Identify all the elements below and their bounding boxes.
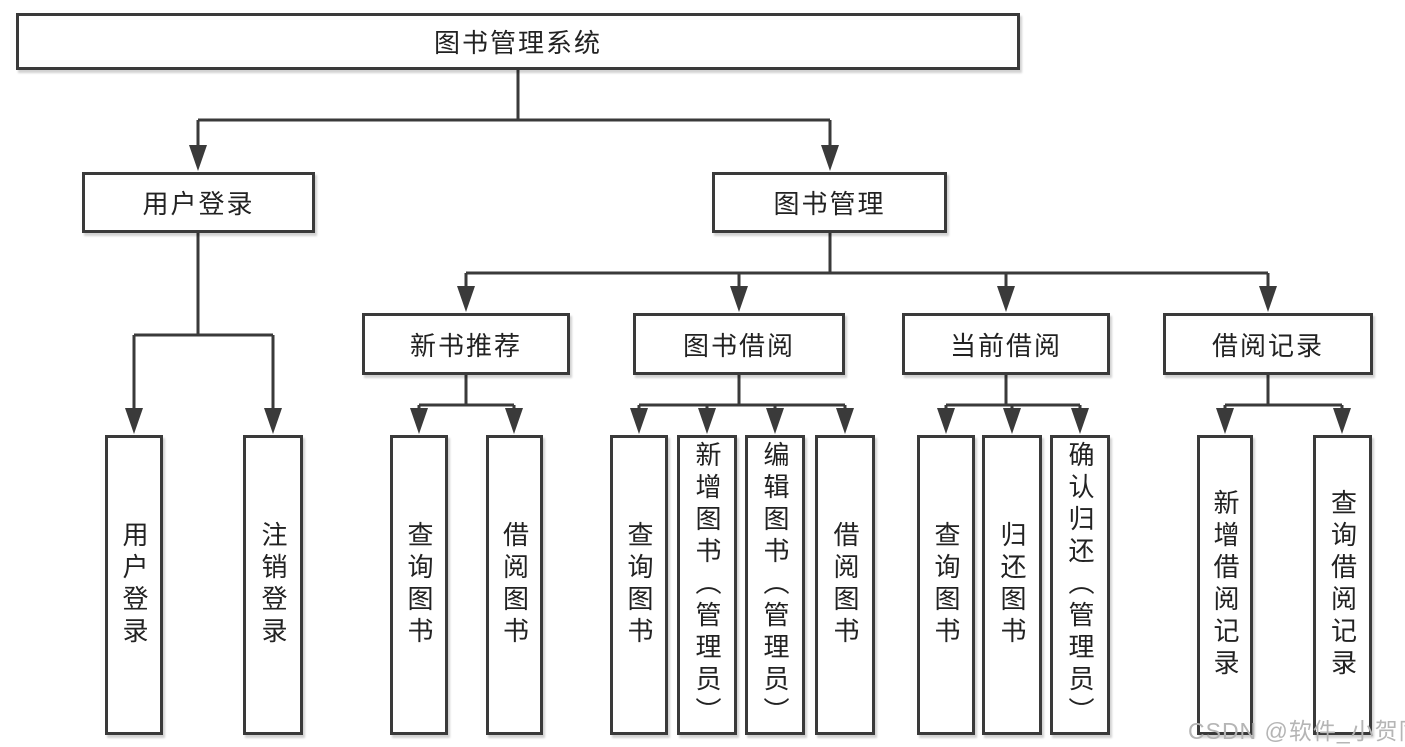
leaf-query-borrow-record: 查询借阅记录 — [1313, 435, 1372, 735]
leaf-add-books-admin: 新增图书（管理员） — [677, 435, 737, 735]
node-current-borrow: 当前借阅 — [902, 313, 1110, 375]
leaf-add-borrow-record: 新增借阅记录 — [1197, 435, 1253, 735]
leaf-edit-books-admin: 编辑图书（管理员） — [745, 435, 805, 735]
leaf-confirm-return-admin: 确认归还（管理员） — [1050, 435, 1110, 735]
node-borrow-records: 借阅记录 — [1163, 313, 1373, 375]
node-root: 图书管理系统 — [16, 13, 1020, 70]
leaf-return-books: 归还图书 — [982, 435, 1042, 735]
leaf-query-books: 查询图书 — [390, 435, 448, 735]
arrowhead-icons — [125, 145, 1351, 434]
leaf-query-books: 查询图书 — [610, 435, 668, 735]
node-new-book-recommend: 新书推荐 — [362, 313, 570, 375]
watermark-text: CSDN @软件_小贺同学 — [1188, 718, 1405, 744]
leaf-query-books: 查询图书 — [917, 435, 975, 735]
node-book-management: 图书管理 — [712, 172, 947, 233]
leaf-user-login: 用户登录 — [105, 435, 163, 735]
leaf-logout: 注销登录 — [243, 435, 303, 735]
node-book-borrow: 图书借阅 — [633, 313, 845, 375]
node-user-login: 用户登录 — [82, 172, 315, 233]
leaf-borrow-books: 借阅图书 — [815, 435, 875, 735]
leaf-borrow-books: 借阅图书 — [486, 435, 543, 735]
